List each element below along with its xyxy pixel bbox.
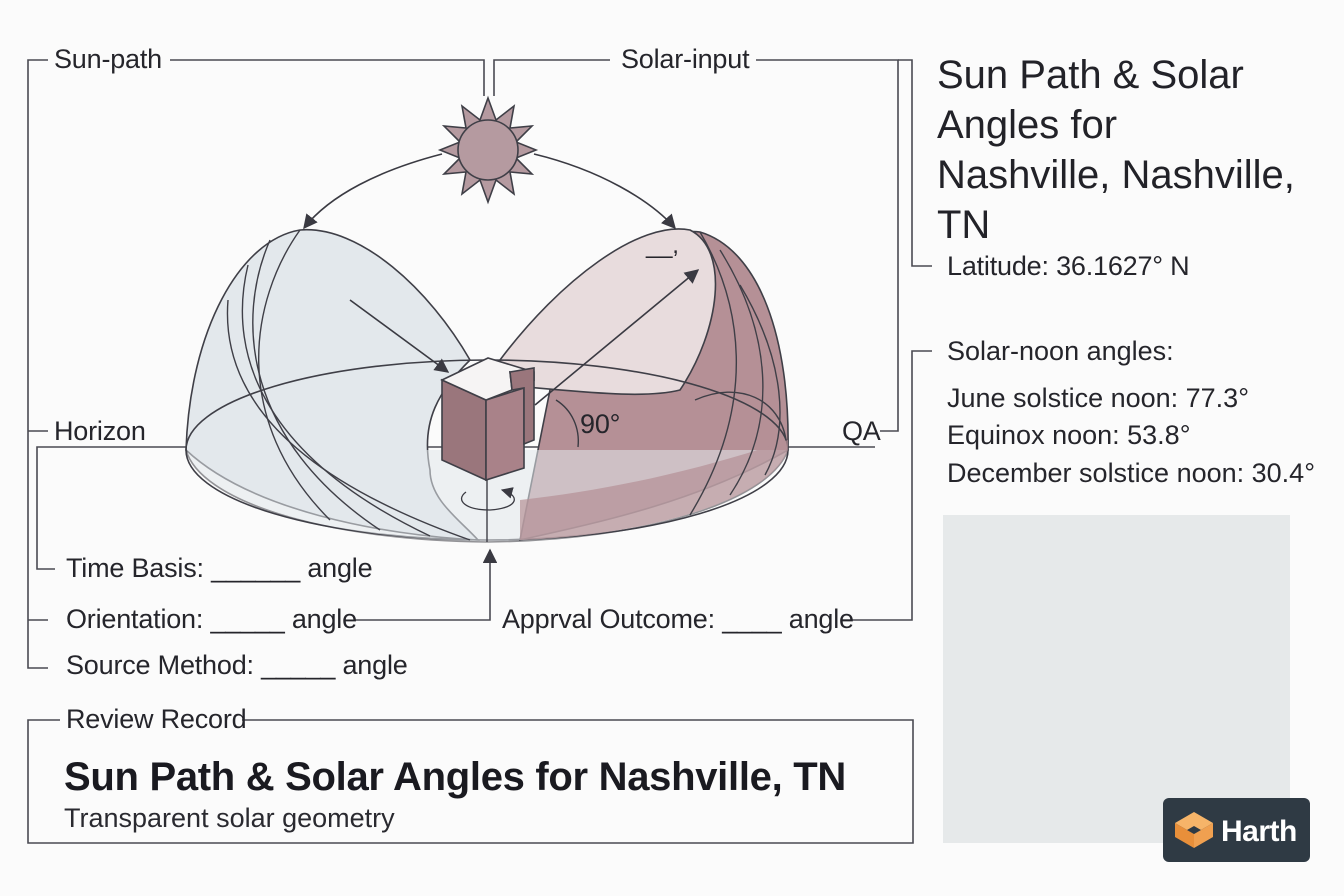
review-record-title: Sun Path & Solar Angles for Nashville, T… <box>64 755 846 799</box>
june-solstice-noon: June solstice noon: 77.3° <box>947 383 1249 413</box>
review-record-box <box>27 719 914 844</box>
sun-path-label: Sun-path <box>54 44 162 74</box>
approval-outcome-label: Apprval Outcome: ____ angle <box>502 604 854 634</box>
image-placeholder-panel <box>943 515 1290 843</box>
review-record-subtitle: Transparent solar geometry <box>64 803 395 833</box>
sun-ray-arrows <box>303 153 700 406</box>
december-solstice-noon: December solstice noon: 30.4° <box>947 458 1315 488</box>
source-method-label: Source Method: _____ angle <box>66 650 408 680</box>
center-box-icon <box>440 357 535 482</box>
right-angle-arc <box>555 399 579 448</box>
blank-mark-label: __, <box>646 232 679 259</box>
horizon-label: Horizon <box>54 416 146 446</box>
review-record-legend: Review Record <box>66 704 247 734</box>
page-title: Sun Path & Solar Angles for Nashville, N… <box>937 53 1295 247</box>
sun-icon <box>437 95 539 205</box>
solar-noon-heading: Solar-noon angles: <box>947 336 1174 366</box>
orientation-label: Orientation: _____ angle <box>66 604 357 634</box>
harth-logo-icon <box>1175 812 1213 848</box>
qa-label: QA <box>842 416 881 446</box>
latitude-label: Latitude: 36.1627° N <box>947 251 1190 281</box>
time-basis-label: Time Basis: ______ angle <box>66 553 373 583</box>
harth-badge-text: Harth <box>1221 815 1297 848</box>
equinox-noon: Equinox noon: 53.8° <box>947 420 1191 450</box>
solar-input-label: Solar-input <box>621 44 750 74</box>
ninety-degree-label: 90° <box>580 409 621 439</box>
harth-badge[interactable]: Harth <box>1163 798 1310 862</box>
sun-path-dome <box>185 228 789 543</box>
rotation-icon <box>460 487 515 511</box>
